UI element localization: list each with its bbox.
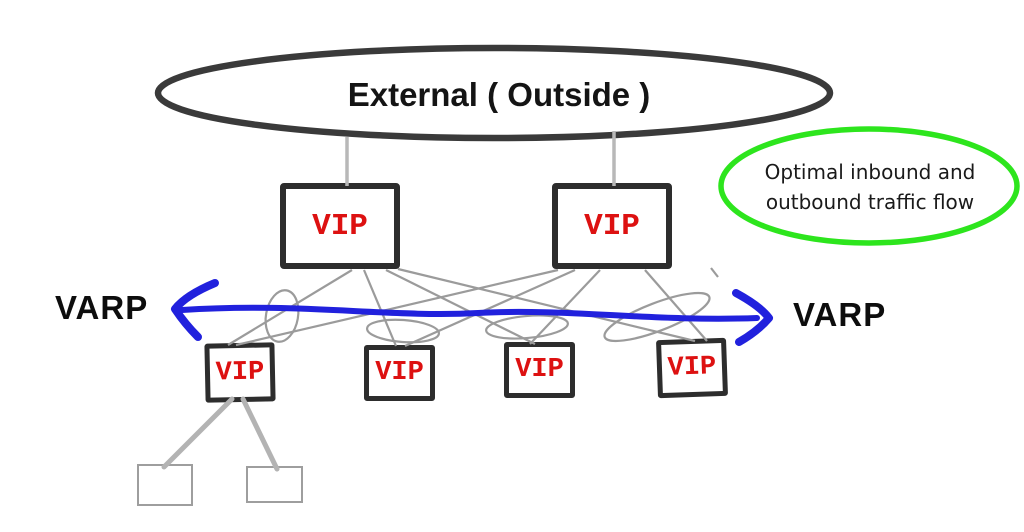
note-text-line2: outbound traffic flow [765,190,975,214]
varp-arrow-line [179,304,760,322]
downlink-lines [161,396,280,472]
host-box-2 [246,466,303,503]
vip-label: VIP [215,356,265,389]
note-text: Optimal inbound and outbound traffic flo… [734,157,1006,217]
host-box-1 [137,464,193,506]
bundle-loop-1 [264,289,300,343]
varp-arrowhead-left [171,279,219,341]
bundle-loop-3 [485,314,569,340]
varp-arrowhead-right [732,289,773,346]
vip-label: VIP [375,358,424,388]
bundle-loop-2 [365,318,441,344]
vip-label: VIP [584,208,640,244]
vip-label: VIP [667,352,717,384]
mesh-lines [227,267,719,348]
link-bundle-loops [264,289,711,344]
note-text-line1: Optimal inbound and [764,160,976,184]
vip-box-lower-3: VIP [504,342,575,398]
varp-label-right: VARP [793,296,887,333]
vip-box-lower-4: VIP [656,337,728,399]
vip-box-lower-1: VIP [204,342,276,403]
uplink-lines [345,131,616,186]
tick-mark [710,267,719,278]
vip-label: VIP [515,355,564,385]
external-cloud-label: External ( Outside ) [347,76,651,113]
varp-label-left: VARP [55,289,149,326]
varp-arrow [171,279,773,346]
vip-box-upper-2: VIP [552,183,672,269]
vip-label: VIP [312,208,368,244]
vip-box-upper-1: VIP [280,183,400,269]
vip-box-lower-2: VIP [364,345,435,401]
